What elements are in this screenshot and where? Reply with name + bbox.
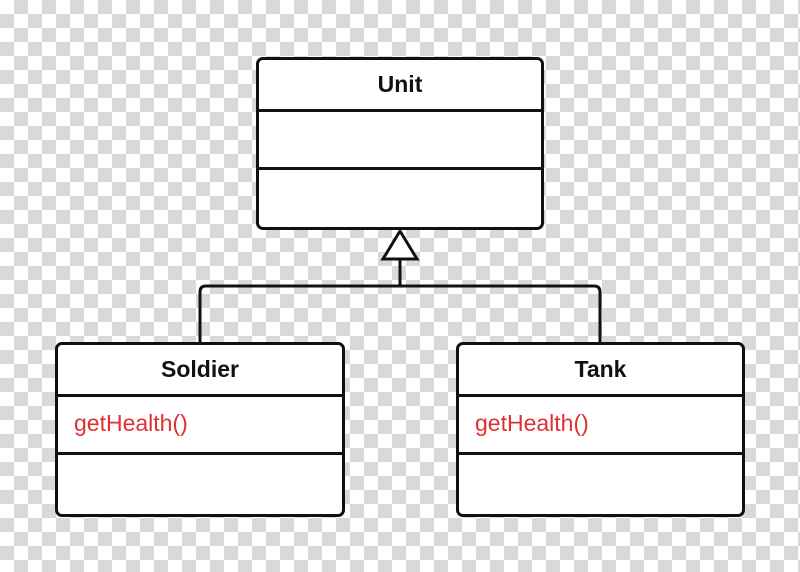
class-unit-methods (259, 170, 541, 182)
class-unit-name: Unit (259, 60, 541, 112)
soldier-to-unit-line (198, 284, 400, 343)
class-soldier-name: Soldier (58, 345, 342, 397)
class-soldier-methods (58, 455, 342, 467)
class-tank-attributes: getHealth() (459, 397, 742, 455)
tank-member-gethealth: getHealth() (475, 410, 589, 436)
class-soldier[interactable]: Soldier getHealth() (55, 342, 345, 517)
class-soldier-attributes: getHealth() (58, 397, 342, 455)
class-unit[interactable]: Unit (256, 57, 544, 230)
class-unit-attributes (259, 112, 541, 170)
class-tank[interactable]: Tank getHealth() (456, 342, 745, 517)
tank-to-unit-line (400, 284, 602, 343)
generalization-arrowhead (380, 228, 420, 261)
soldier-member-gethealth: getHealth() (74, 410, 188, 436)
class-tank-name: Tank (459, 345, 742, 397)
class-tank-methods (459, 455, 742, 467)
